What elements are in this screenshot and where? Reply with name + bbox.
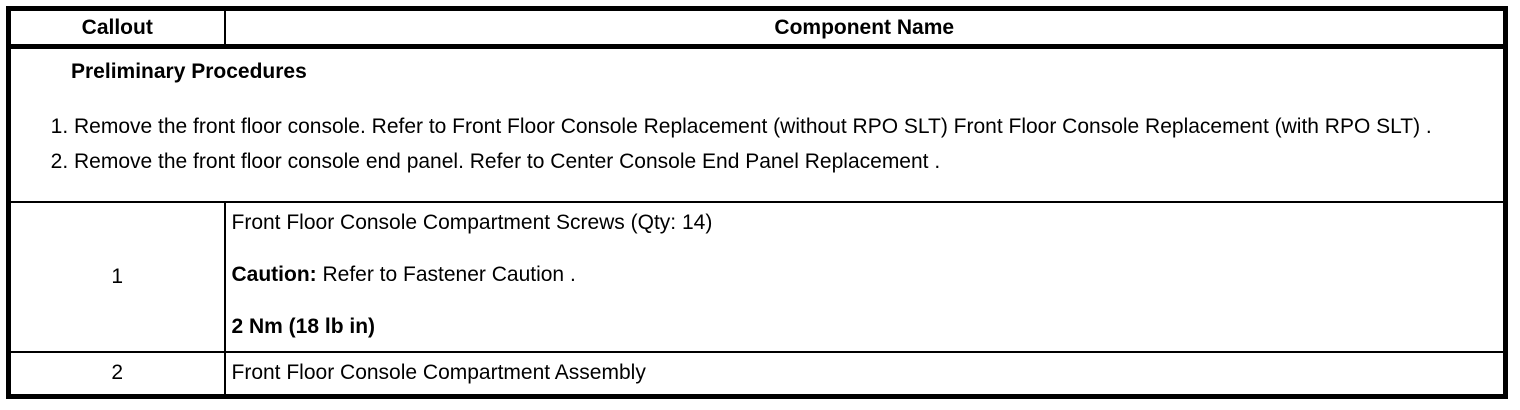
preliminary-steps-list: Remove the front floor console. Refer to…: [35, 113, 1491, 175]
table-header-row: Callout Component Name: [7, 7, 1507, 49]
table-row-callout-2: 2 Front Floor Console Compartment Assemb…: [7, 350, 1507, 397]
preliminary-procedures-row: Preliminary Procedures Remove the front …: [7, 45, 1507, 203]
preliminary-step-2: Remove the front floor console end panel…: [74, 148, 1491, 175]
callout-column-header: Callout: [7, 7, 226, 49]
table-row-callout-1: 1 Front Floor Console Compartment Screws…: [7, 200, 1507, 353]
caution-label: Caution:: [231, 262, 317, 286]
service-manual-page: Callout Component Name Preliminary Proce…: [0, 0, 1520, 399]
caution-note: Caution: Refer to Fastener Caution .: [232, 261, 1494, 288]
callout-number-1: 1: [7, 200, 226, 353]
component-cell-1: Front Floor Console Compartment Screws (…: [223, 200, 1507, 353]
component-cell-2: Front Floor Console Compartment Assembly: [223, 350, 1507, 397]
component-callout-table: Callout Component Name Preliminary Proce…: [6, 6, 1508, 399]
torque-spec: 2 Nm (18 lb in): [231, 314, 376, 338]
component-name-column-header: Component Name: [223, 7, 1507, 49]
component-name-text: Front Floor Console Compartment Assembly: [231, 360, 646, 384]
callout-number-2: 2: [7, 350, 226, 397]
caution-text: Refer to Fastener Caution .: [316, 262, 576, 286]
preliminary-step-1: Remove the front floor console. Refer to…: [74, 113, 1491, 140]
preliminary-procedures-cell: Preliminary Procedures Remove the front …: [7, 45, 1507, 203]
component-name-text: Front Floor Console Compartment Screws (…: [231, 210, 713, 234]
preliminary-procedures-title: Preliminary Procedures: [71, 60, 307, 83]
